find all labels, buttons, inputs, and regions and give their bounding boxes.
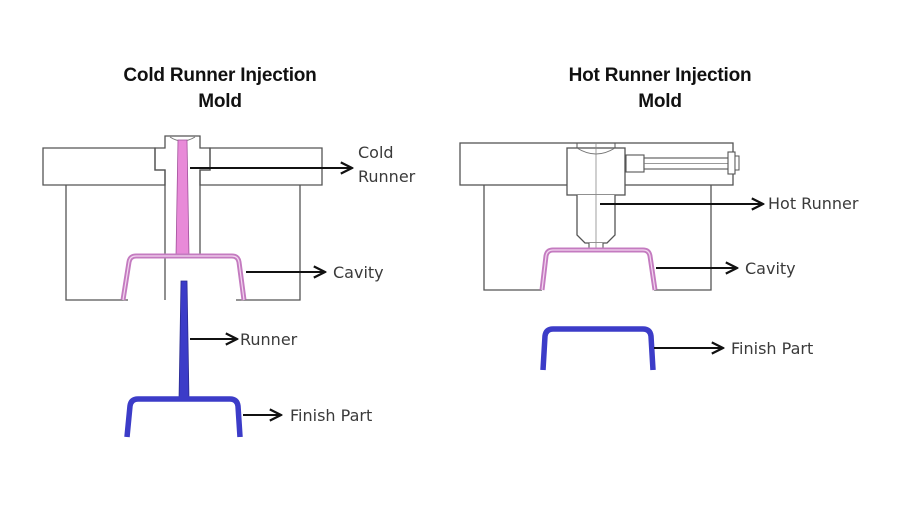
cold-runner-mold: Cold Runner Cavity Runner Finish Part <box>42 135 416 438</box>
cold-runner-sprue <box>175 139 190 257</box>
cold-title-line2: Mold <box>198 91 242 112</box>
cold-finish-part <box>124 396 243 438</box>
cold-cavity-highlight <box>122 255 245 301</box>
cold-mold-lower-block <box>65 185 301 301</box>
hot-mold-lower-block <box>483 185 712 291</box>
cold-runner-title: Cold Runner Injection Mold <box>60 63 380 115</box>
label-hot-cavity: Cavity <box>745 259 796 278</box>
hot-title-line2: Mold <box>638 91 682 112</box>
hot-cavity <box>539 247 658 291</box>
cold-mold-top-plate-right <box>199 147 323 186</box>
label-cold-finish-part: Finish Part <box>290 406 372 425</box>
sprue-bushing <box>154 135 211 300</box>
hot-runner-rod-nut <box>727 151 736 175</box>
label-cold: Cold <box>358 143 394 162</box>
label-hot-runner: Hot Runner <box>768 194 859 213</box>
hot-runner-mold: Hot Runner Cavity Finish Part <box>459 142 859 371</box>
cold-mold-top-plate <box>42 147 166 186</box>
label-hot-finish-part: Finish Part <box>731 339 813 358</box>
hot-finish-part <box>540 326 656 371</box>
label-runner-2: Runner <box>358 167 416 186</box>
cold-finish-part-runner <box>178 280 190 401</box>
label-runner: Runner <box>240 330 298 349</box>
hot-cavity-highlight <box>541 249 656 291</box>
cold-title-line1: Cold Runner Injection <box>123 65 317 86</box>
label-cold-cavity: Cavity <box>333 263 384 282</box>
hot-runner-rod-cap <box>734 155 740 171</box>
hot-runner-rod-collar <box>625 154 645 173</box>
hot-runner-title: Hot Runner Injection Mold <box>500 63 820 115</box>
hot-title-line1: Hot Runner Injection <box>568 65 752 86</box>
